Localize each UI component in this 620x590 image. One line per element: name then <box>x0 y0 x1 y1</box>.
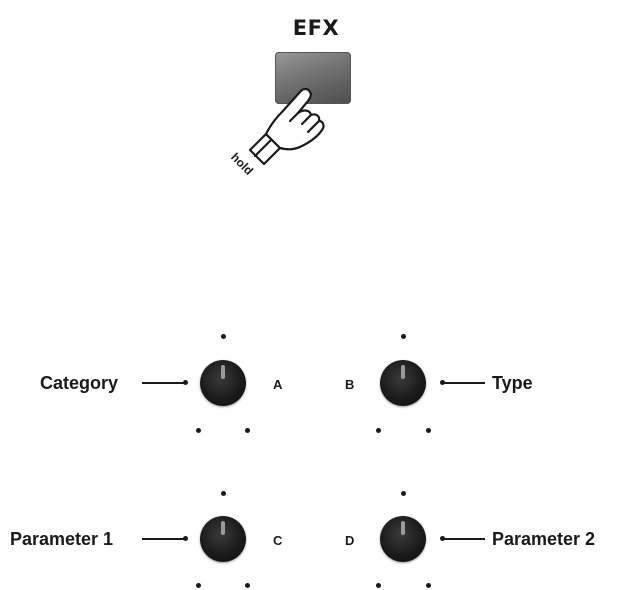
knob-b-dot-top <box>401 334 406 339</box>
category-leader-dot <box>183 380 188 385</box>
knob-indicator <box>221 365 225 379</box>
knob-d-dot-right <box>426 583 431 588</box>
knob-d-dot-top <box>401 491 406 496</box>
knob-b-dot-left <box>376 428 381 433</box>
efx-button[interactable] <box>275 52 351 104</box>
knob-indicator <box>221 521 225 535</box>
knob-d-letter: D <box>345 533 355 548</box>
parameter-2-leader-dot <box>440 536 445 541</box>
knob-a-dot-right <box>245 428 250 433</box>
knob-b-dot-right <box>426 428 431 433</box>
pressing-hand-icon <box>248 87 325 166</box>
knob-a-dot-top <box>221 334 226 339</box>
parameter-1-label: Parameter 1 <box>10 529 114 549</box>
knob-b-letter: B <box>345 377 355 392</box>
category-leader-line <box>142 382 184 384</box>
knob-a-dot-left <box>196 428 201 433</box>
parameter-1-knob[interactable] <box>200 516 246 562</box>
knob-c-dot-left <box>196 583 201 588</box>
type-label: Type <box>492 373 533 393</box>
parameter-1-leader-dot <box>183 536 188 541</box>
knob-indicator <box>401 365 405 379</box>
knob-c-dot-right <box>245 583 250 588</box>
knob-d-dot-left <box>376 583 381 588</box>
type-knob[interactable] <box>380 360 426 406</box>
category-knob[interactable] <box>200 360 246 406</box>
category-label: Category <box>40 373 119 393</box>
knob-indicator <box>401 521 405 535</box>
efx-button-label: EFX <box>292 16 340 40</box>
knob-c-dot-top <box>221 491 226 496</box>
type-leader-line <box>443 382 485 384</box>
type-leader-dot <box>440 380 445 385</box>
parameter-2-label: Parameter 2 <box>492 529 596 549</box>
parameter-2-knob[interactable] <box>380 516 426 562</box>
knob-a-letter: A <box>273 377 283 392</box>
parameter-2-leader-line <box>443 538 485 540</box>
knob-c-letter: C <box>273 533 283 548</box>
parameter-1-leader-line <box>142 538 184 540</box>
